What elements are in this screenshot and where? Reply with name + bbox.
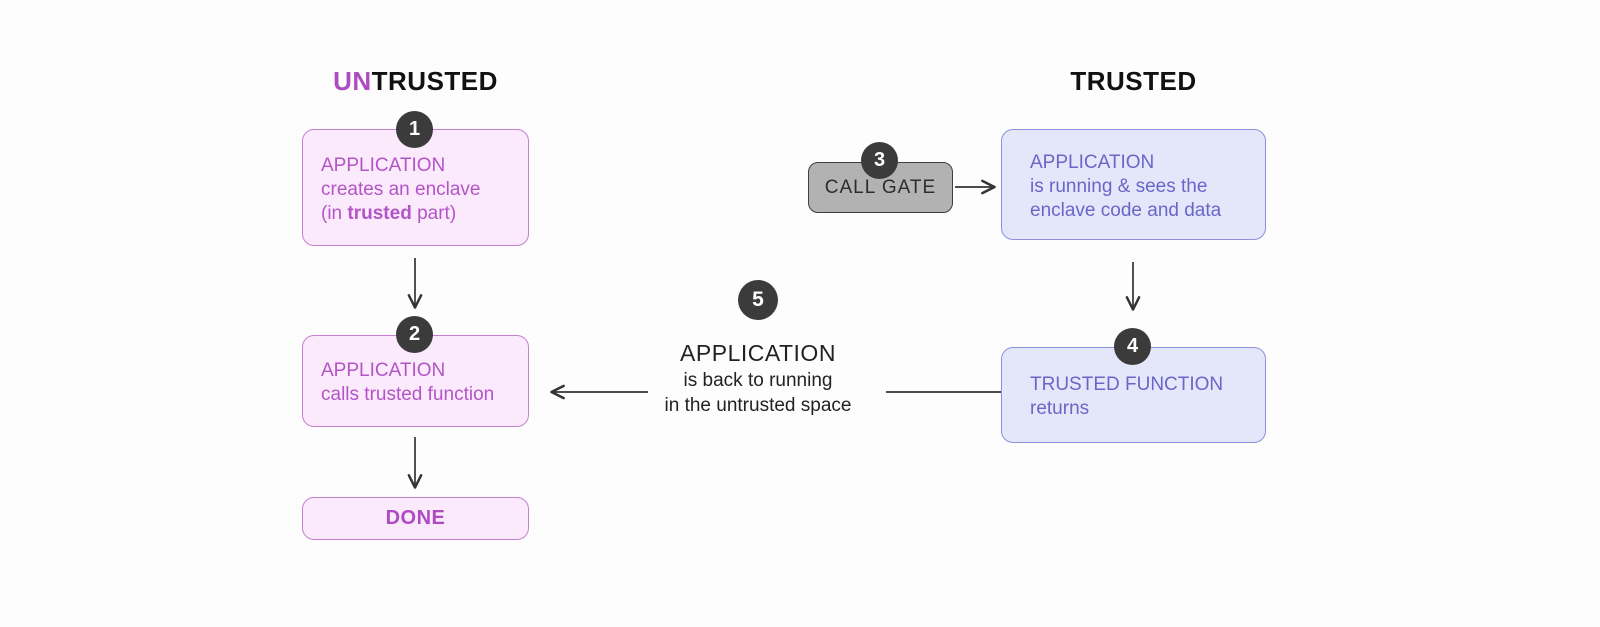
- step-badge-5: 5: [738, 280, 778, 320]
- step4-text: TRUSTED FUNCTION returns: [1002, 363, 1265, 427]
- done-box: DONE: [302, 497, 529, 540]
- step5-line2: is back to running: [683, 370, 833, 391]
- step4-line1: TRUSTED FUNCTION: [1030, 374, 1224, 395]
- step5-line1: APPLICATION: [680, 340, 836, 366]
- step1-line3: (in trusted part): [321, 202, 457, 224]
- running-box: APPLICATION is running & sees the enclav…: [1001, 129, 1266, 240]
- running-line3: enclave code and data: [1030, 199, 1222, 221]
- step-badge-3: 3: [861, 142, 898, 179]
- untrusted-column-title: UNTRUSTED: [302, 66, 529, 97]
- step2-line1: APPLICATION: [321, 360, 446, 381]
- step4-line2: returns: [1030, 398, 1090, 419]
- step2-line2: calls trusted function: [321, 384, 495, 405]
- step-badge-2: 2: [396, 316, 433, 353]
- running-line2: is running & sees the: [1030, 175, 1208, 197]
- running-text: APPLICATION is running & sees the enclav…: [1002, 141, 1265, 229]
- step1-line2: creates an enclave: [321, 178, 481, 200]
- step2-text: APPLICATION calls trusted function: [303, 349, 528, 413]
- running-line1: APPLICATION: [1030, 151, 1155, 173]
- step1-text: APPLICATION creates an enclave (in trust…: [303, 144, 528, 232]
- step1-box: APPLICATION creates an enclave (in trust…: [302, 129, 529, 246]
- untrusted-title-accent: UN: [333, 66, 372, 96]
- step-badge-4: 4: [1114, 328, 1151, 365]
- step-badge-1: 1: [396, 111, 433, 148]
- step5-text: APPLICATION is back to running in the un…: [608, 338, 908, 418]
- step1-line1: APPLICATION: [321, 154, 446, 176]
- untrusted-title-rest: TRUSTED: [371, 66, 498, 96]
- step5-line3: in the untrusted space: [664, 395, 852, 416]
- trusted-column-title: TRUSTED: [1070, 66, 1197, 96]
